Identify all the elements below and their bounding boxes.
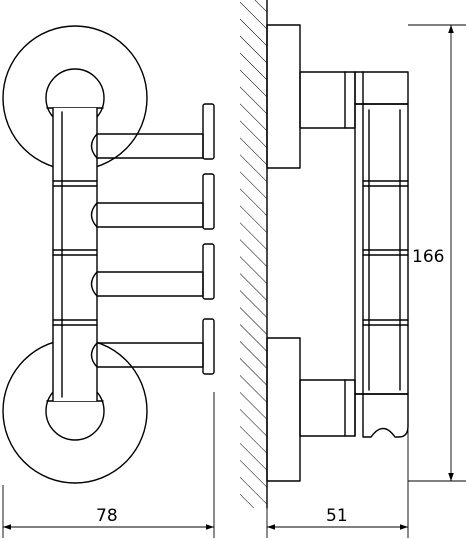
side-view: 51 166 <box>240 0 466 538</box>
side-column <box>354 71 409 438</box>
wall-hatching <box>240 0 268 509</box>
front-arms <box>90 103 215 375</box>
front-arm-2 <box>90 173 215 230</box>
dimension-width-label: 78 <box>96 506 118 526</box>
front-arm-3 <box>90 243 215 300</box>
side-depth-dimension: 51 <box>266 392 409 538</box>
side-top-mount <box>266 24 356 169</box>
front-arm-4 <box>90 318 215 375</box>
side-height-dimension: 166 <box>408 24 466 482</box>
side-bottom-mount <box>266 337 356 482</box>
dimension-depth-label: 51 <box>326 506 348 526</box>
front-view: 78 <box>2 25 215 538</box>
front-shaft <box>52 107 98 402</box>
dimension-height-label: 166 <box>412 247 444 267</box>
front-arm-1 <box>90 103 215 160</box>
front-width-dimension: 78 <box>2 392 215 538</box>
